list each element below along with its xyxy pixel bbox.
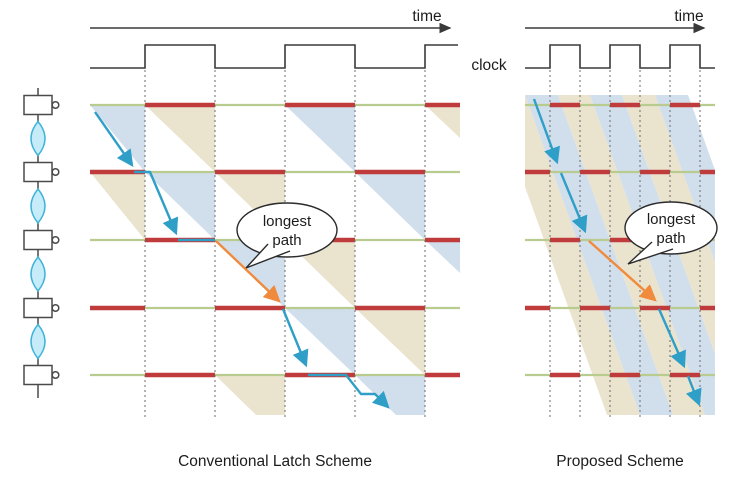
signal-path-arrow: [134, 170, 179, 236]
speech-bubble-tail: [627, 241, 674, 265]
signal-path-arrow: [532, 98, 560, 165]
shade-bands: [525, 95, 715, 415]
signal-path-arrow: [685, 375, 702, 407]
latch-icon: [23, 94, 53, 116]
conventional-scheme-panel: time longest path Conventional Latch Sch…: [90, 8, 460, 470]
bubble-label-line1: longest: [263, 213, 312, 230]
speech-bubble: [236, 202, 338, 258]
longest-path-arrow-segment: [588, 240, 657, 302]
clock-label: clock: [471, 57, 507, 74]
clock-bubble-icon: [51, 100, 60, 110]
longest-path-arrow-segment: [215, 240, 281, 303]
latch-rows: [90, 102, 460, 378]
proposed-scheme-panel: time longest path Proposed Scheme: [525, 8, 718, 470]
shade-triangle-blue: [355, 172, 425, 240]
shade-triangle-beige: [215, 375, 285, 415]
signal-path-arrow: [308, 373, 390, 409]
shade-triangle-blue: [285, 308, 355, 375]
clock-bubble-icon: [51, 303, 60, 313]
bubble-label-line1: longest: [647, 211, 696, 228]
signal-path-arrow: [559, 172, 588, 234]
clock-waveform: [525, 44, 715, 69]
signal-path-arrow: [657, 308, 686, 369]
clock-bubble-icon: [51, 370, 60, 380]
bubble-label-line2: path: [272, 232, 301, 249]
latch-icon: [23, 161, 53, 183]
shade-triangle-beige: [425, 105, 460, 138]
logic-gate-icon: [30, 187, 46, 225]
shade-triangle-beige: [355, 308, 425, 375]
latch-icon: [23, 229, 53, 251]
shade-triangle-blue: [425, 240, 460, 273]
logic-gate-icon: [30, 255, 46, 293]
signal-path: [532, 98, 702, 407]
bubble-label-line2: path: [656, 230, 685, 247]
pipeline-schematic: [23, 88, 60, 398]
shade-triangle-beige: [285, 240, 355, 308]
panel-caption: Conventional Latch Scheme: [178, 453, 372, 470]
panel-caption: Proposed Scheme: [556, 453, 684, 470]
clock-bubble-icon: [51, 167, 60, 177]
signal-path: [94, 111, 390, 409]
latch-icon: [23, 364, 53, 386]
shade-triangle-beige: [145, 105, 215, 172]
latch-icon: [23, 297, 53, 319]
shade-triangle-beige: [90, 172, 145, 240]
longest-path-callout: longest path: [236, 202, 338, 269]
time-axis-label: time: [674, 8, 703, 25]
shade-triangle-blue: [285, 105, 355, 172]
shade-band-beige: [558, 95, 705, 415]
shade-triangle-blue: [145, 172, 215, 240]
signal-path-arrow: [281, 308, 309, 368]
clock-waveform: [90, 44, 458, 69]
logic-gate-icon: [30, 323, 46, 360]
speech-bubble: [624, 201, 718, 255]
logic-gate-icon: [30, 120, 46, 157]
longest-path-callout: longest path: [624, 201, 718, 265]
signal-path-arrow: [94, 111, 134, 167]
time-axis-label: time: [412, 8, 441, 25]
clock-bubble-icon: [51, 235, 60, 245]
speech-bubble-tail: [245, 243, 291, 269]
shade-triangle-blue: [355, 375, 425, 415]
